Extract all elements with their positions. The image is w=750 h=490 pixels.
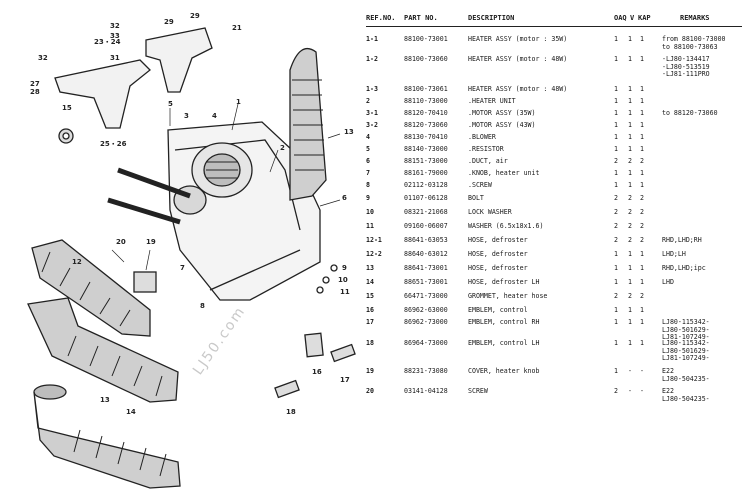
defroster-hose-14: [33, 384, 181, 489]
svg-text:20: 20: [116, 238, 126, 246]
svg-text:29: 29: [190, 12, 200, 20]
emblem-18: [274, 379, 300, 399]
blower-icon: [191, 142, 253, 198]
svg-text:8: 8: [200, 302, 205, 310]
svg-text:12: 12: [72, 258, 82, 266]
bolt-icon: [330, 264, 338, 272]
svg-text:1: 1: [236, 98, 241, 106]
header-part-no: PART NO.: [404, 14, 438, 22]
header-qty2: V: [630, 14, 635, 22]
svg-text:4: 4: [212, 112, 217, 120]
svg-text:9: 9: [342, 264, 347, 272]
svg-text:13: 13: [344, 128, 354, 136]
svg-text:6: 6: [342, 194, 347, 202]
svg-text:32: 32: [110, 22, 120, 30]
header-description: DESCRIPTION: [468, 14, 515, 22]
svg-text:23・24: 23・24: [94, 38, 121, 46]
knob-cover: [133, 271, 157, 293]
svg-text:11: 11: [340, 288, 350, 296]
watermark: LJ50.com: [190, 303, 249, 378]
svg-text:15: 15: [62, 104, 72, 112]
svg-text:5: 5: [168, 100, 173, 108]
header-divider: [366, 26, 742, 27]
svg-text:2: 2: [280, 144, 285, 152]
svg-text:31: 31: [110, 54, 120, 62]
exploded-parts-diagram: 1 2 3 4 5 6 7 8 9 10 11 12 13 13 14 15 1…: [27, 12, 356, 489]
emblem-16: [304, 332, 324, 358]
svg-text:3: 3: [184, 112, 189, 120]
svg-text:7: 7: [180, 264, 185, 272]
svg-text:28: 28: [30, 88, 40, 96]
svg-text:25・26: 25・26: [100, 140, 127, 148]
header-qty3: KAP: [638, 14, 651, 22]
air-duct-lower: [54, 59, 151, 129]
header-ref-no: REF.NO.: [366, 14, 396, 22]
defroster-hose-12: [31, 239, 151, 337]
svg-text:18: 18: [286, 408, 296, 416]
svg-text:16: 16: [312, 368, 322, 376]
defroster-hose-lower: [27, 297, 179, 403]
emblem-17: [330, 343, 356, 363]
air-duct-upper: [145, 27, 213, 93]
svg-text:17: 17: [340, 376, 350, 384]
svg-text:13: 13: [100, 396, 110, 404]
svg-text:33: 33: [110, 32, 120, 40]
svg-text:14: 14: [126, 408, 136, 416]
washer-icon: [322, 276, 330, 284]
header-remarks: REMARKS: [680, 14, 710, 22]
svg-text:29: 29: [164, 18, 174, 26]
svg-text:10: 10: [338, 276, 348, 284]
svg-text:27: 27: [30, 80, 40, 88]
header-qty1: OAQ: [614, 14, 627, 22]
defroster-hose-13: [289, 47, 327, 201]
svg-text:32: 32: [38, 54, 48, 62]
svg-text:19: 19: [146, 238, 156, 246]
svg-text:21: 21: [232, 24, 242, 32]
